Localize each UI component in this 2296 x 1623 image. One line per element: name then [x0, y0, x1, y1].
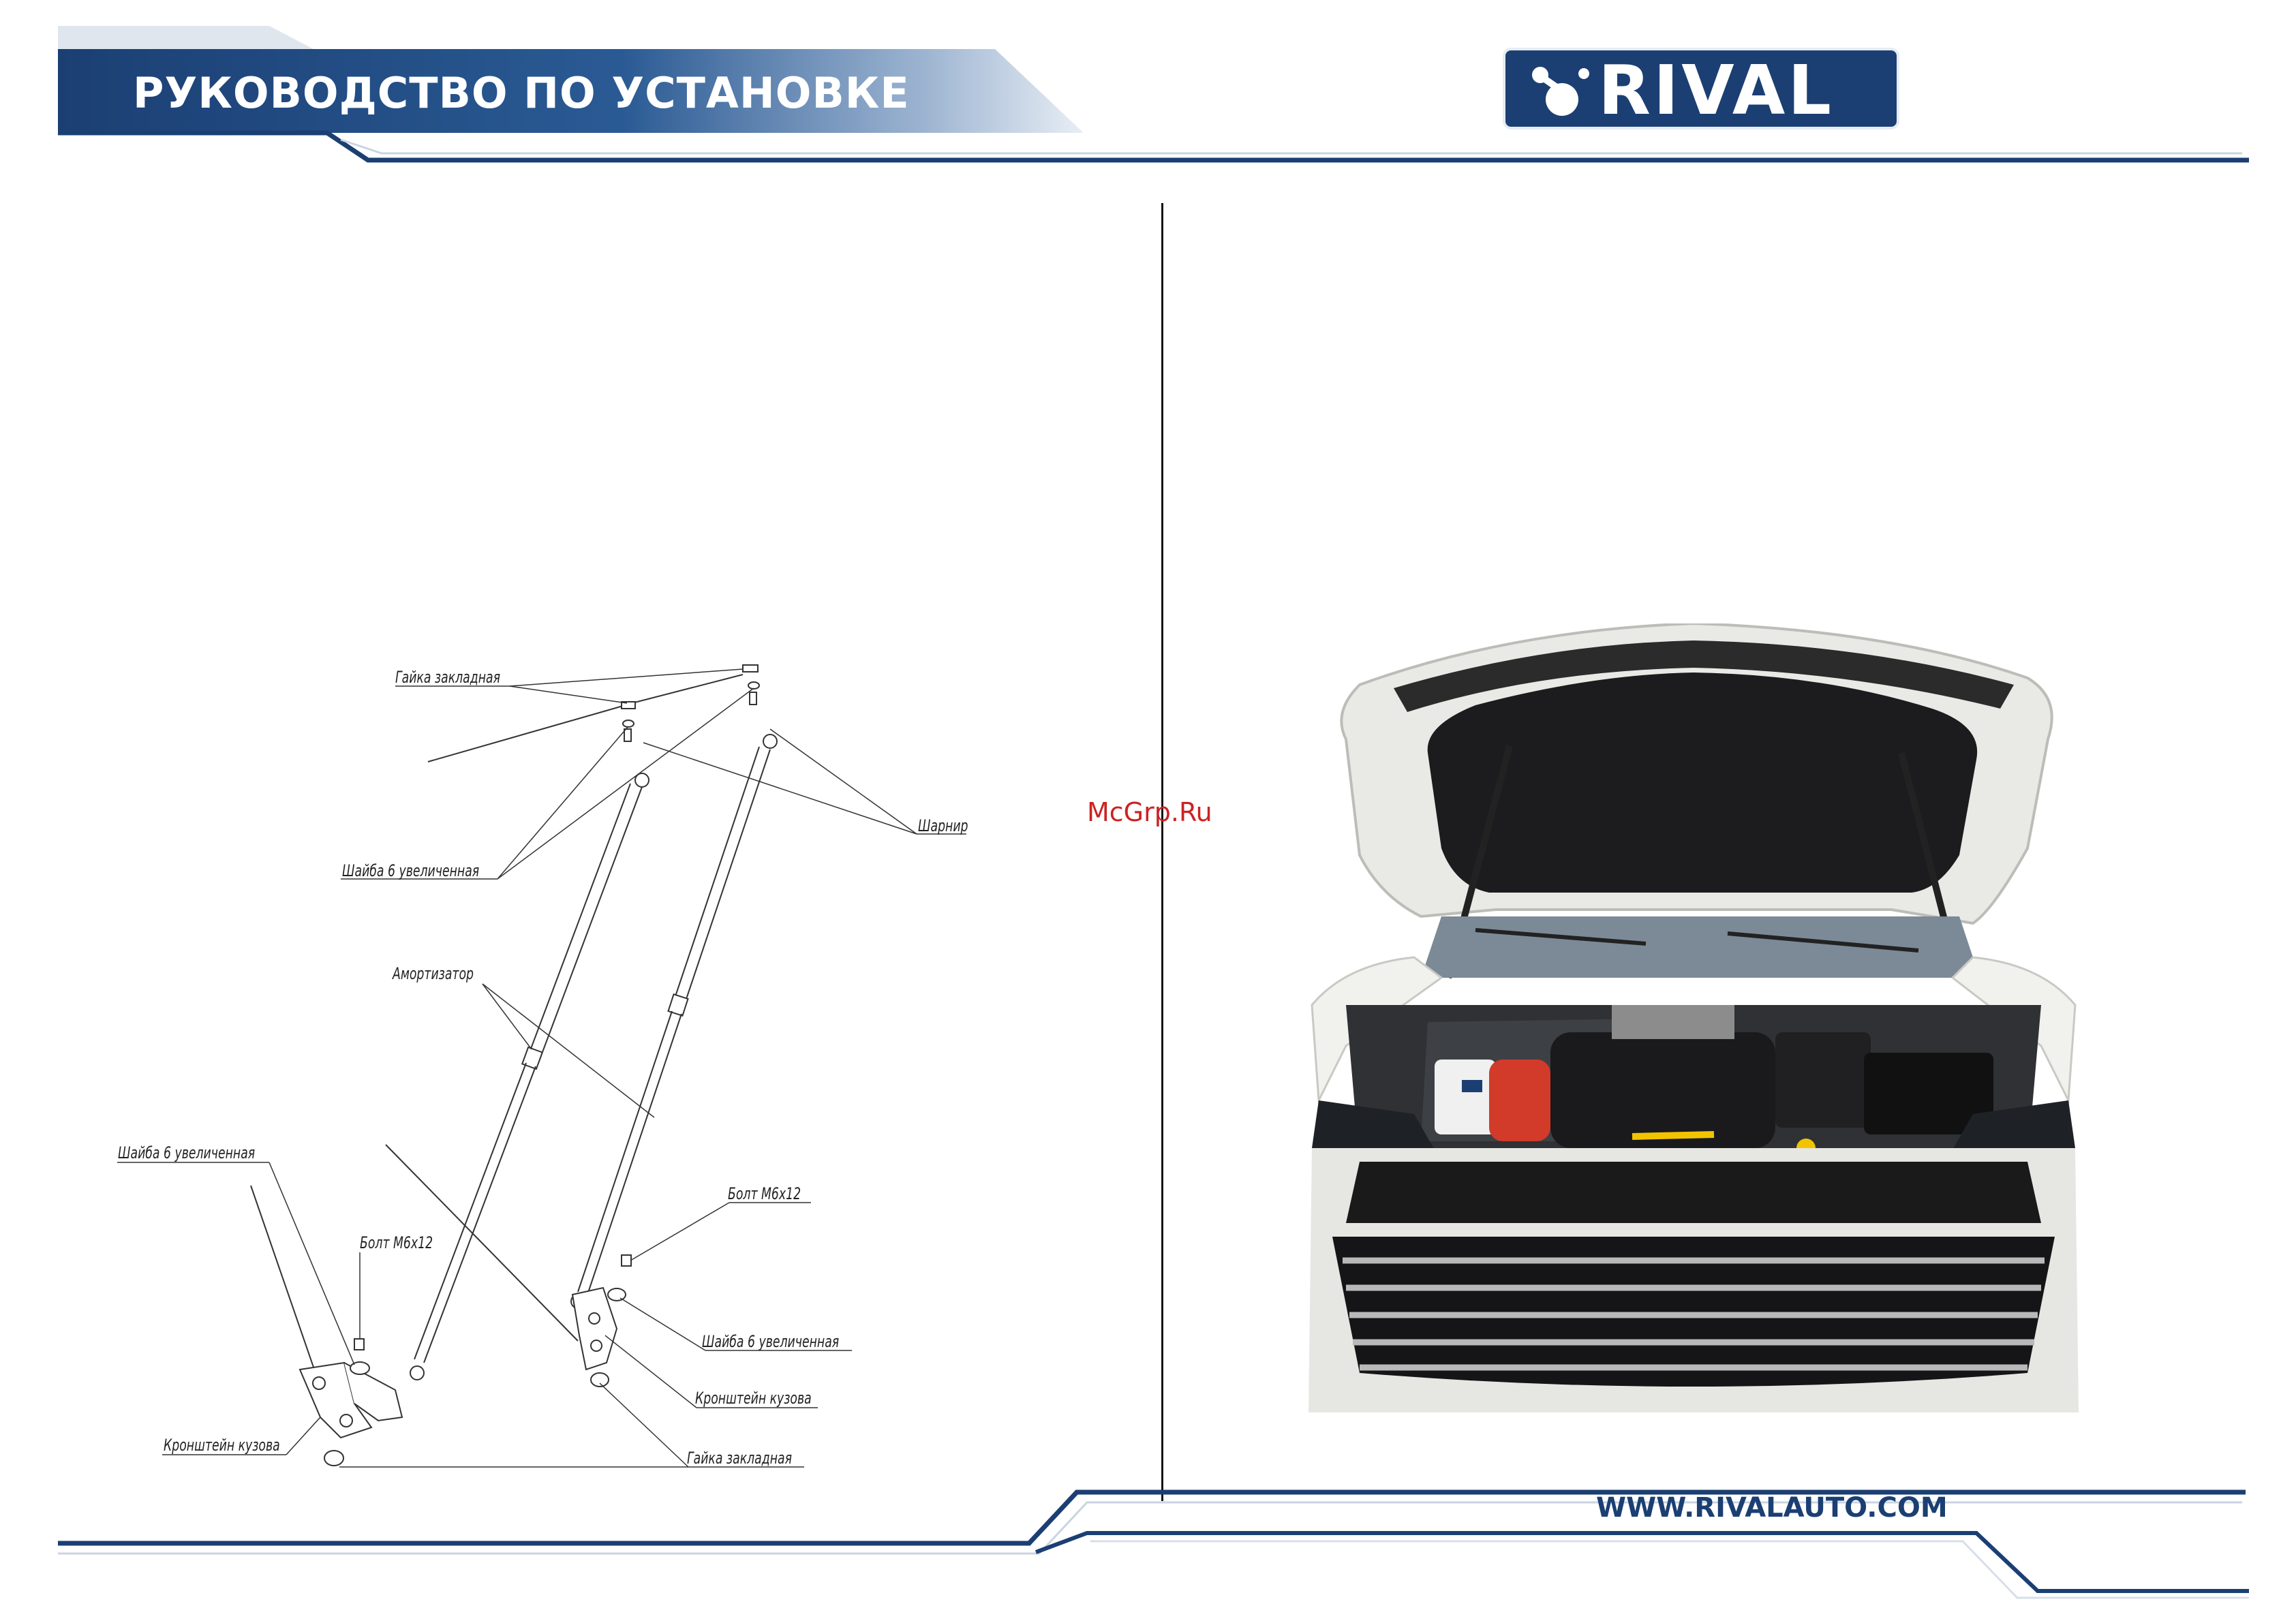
- label-hinge: Шарнир: [918, 816, 968, 835]
- label-washer-right: Шайба 6 увеличенная: [702, 1332, 839, 1351]
- column-divider: [1161, 203, 1163, 1501]
- assembly-diagram: [109, 647, 1015, 1499]
- logo-mark-icon: [1521, 60, 1596, 121]
- label-washer-left: Шайба 6 увеличенная: [118, 1143, 255, 1162]
- label-nut-top: Гайка закладная: [395, 668, 500, 687]
- car-photo: [1305, 623, 2082, 1412]
- label-strut: Амортизатор: [393, 964, 474, 983]
- label-bracket-right: Кронштейн кузова: [695, 1389, 812, 1408]
- label-nut-bottom: Гайка закладная: [687, 1449, 792, 1468]
- brand-wordmark: RIVAL: [1598, 53, 1834, 128]
- watermark: McGrp.Ru: [1087, 797, 1212, 827]
- label-bolt-right: Болт М6х12: [728, 1184, 801, 1203]
- label-bracket-left: Кронштейн кузова: [164, 1436, 280, 1455]
- page-title: РУКОВОДСТВО ПО УСТАНОВКЕ: [133, 68, 910, 118]
- label-bolt-left: Болт М6х12: [360, 1233, 433, 1252]
- label-washer-top: Шайба 6 увеличенная: [342, 861, 479, 880]
- footer-banner: [0, 1479, 2296, 1623]
- website-link[interactable]: WWW.RIVALAUTO.COM: [1596, 1492, 1948, 1524]
